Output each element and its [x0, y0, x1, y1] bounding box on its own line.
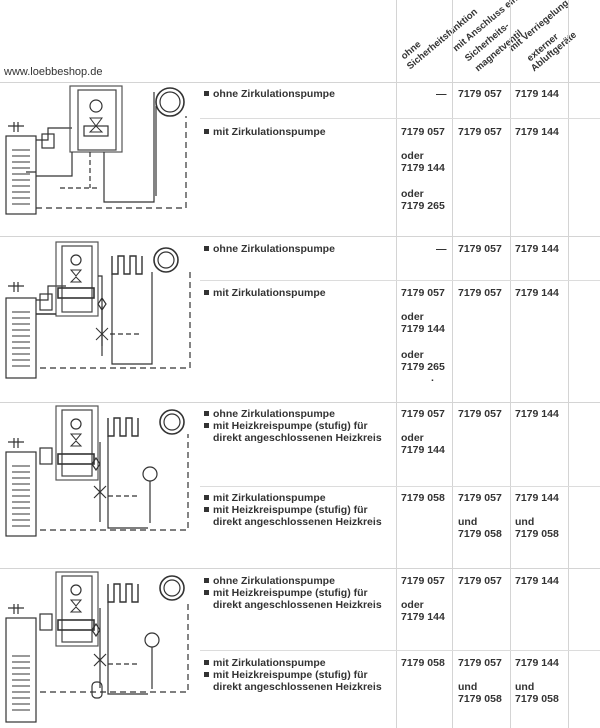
row-5-ohne-value: 7179 057 oder 7179 144: [401, 408, 445, 456]
bullet-icon: [204, 578, 209, 583]
row-5-magnetventil-value: 7179 057: [458, 408, 502, 420]
row-6-description: mit Zirkulationspumpe mit Heizkreispumpe…: [204, 492, 382, 528]
grid-line: [568, 0, 569, 728]
row-6-abluft-value: 7179 144 und 7179 058: [515, 492, 559, 540]
bullet-icon: [204, 411, 209, 416]
row-3-description: ohne Zirkulationspumpe: [204, 243, 335, 255]
row-4-abluft-value: 7179 144: [515, 287, 559, 299]
header-col-ohne: ohne Sicherheitsfunktion: [398, 6, 480, 73]
grid-line: [452, 0, 453, 728]
row-divider: [0, 402, 600, 403]
row-8-magnetventil-value: 7179 057 und 7179 058: [458, 657, 502, 705]
bullet-icon: [204, 507, 209, 512]
row-3-ohne-value: —: [436, 243, 447, 255]
row-6-magnetventil-value: 7179 057 und 7179 058: [458, 492, 502, 540]
row-2-magnetventil-value: 7179 057: [458, 126, 502, 138]
row-2-ohne-value: 7179 057 oder 7179 144 oder 7179 265: [401, 126, 445, 212]
row-1-abluft-value: 7179 144: [515, 88, 559, 100]
bullet-icon: [204, 672, 209, 677]
schematic-diagram-2: [5, 241, 191, 379]
row-4-ohne-value: 7179 057 oder 7179 144 oder 7179 265 .: [401, 287, 445, 384]
grid-line: [396, 0, 397, 728]
bullet-icon: [204, 660, 209, 665]
row-divider: [0, 82, 600, 83]
schematic-diagram-1: [5, 85, 187, 215]
row-8-description: mit Zirkulationspumpe mit Heizkreispumpe…: [204, 657, 382, 693]
row-7-ohne-value: 7179 057 oder 7179 144: [401, 575, 445, 623]
row-8-abluft-value: 7179 144 und 7179 058: [515, 657, 559, 705]
row-5-description: ohne Zirkulationspumpe mit Heizkreispump…: [204, 408, 382, 444]
schematic-diagram-3: [5, 405, 189, 537]
row-7-abluft-value: 7179 144: [515, 575, 559, 587]
row-1-description: ohne Zirkulationspumpe: [204, 88, 335, 100]
header-col-abluft: mit Verriegelung externer Abluftgeräte: [506, 0, 579, 74]
row-2-abluft-value: 7179 144: [515, 126, 559, 138]
bullet-icon: [204, 290, 209, 295]
row-8-ohne-value: 7179 058: [401, 657, 445, 669]
row-7-description: ohne Zirkulationspumpe mit Heizkreispump…: [204, 575, 382, 611]
row-divider: [200, 280, 600, 281]
bullet-icon: [204, 129, 209, 134]
row-divider: [0, 236, 600, 237]
row-5-abluft-value: 7179 144: [515, 408, 559, 420]
row-divider: [200, 486, 600, 487]
row-1-ohne-value: —: [436, 88, 447, 100]
bullet-icon: [204, 495, 209, 500]
row-divider: [200, 118, 600, 119]
row-4-magnetventil-value: 7179 057: [458, 287, 502, 299]
row-1-magnetventil-value: 7179 057: [458, 88, 502, 100]
row-3-abluft-value: 7179 144: [515, 243, 559, 255]
watermark-text: www.loebbeshop.de: [4, 66, 103, 78]
row-4-description: mit Zirkulationspumpe: [204, 287, 326, 299]
row-divider: [0, 568, 600, 569]
bullet-icon: [204, 590, 209, 595]
header-col-magnetventil: mit Anschluss eines Sicherheits- magnetv…: [450, 0, 529, 74]
bullet-icon: [204, 91, 209, 96]
bullet-icon: [204, 423, 209, 428]
grid-line: [510, 0, 511, 728]
bullet-icon: [204, 246, 209, 251]
row-divider: [200, 650, 600, 651]
row-7-magnetventil-value: 7179 057: [458, 575, 502, 587]
row-3-magnetventil-value: 7179 057: [458, 243, 502, 255]
row-6-ohne-value: 7179 058: [401, 492, 445, 504]
schematic-diagram-4: [5, 571, 189, 723]
row-2-description: mit Zirkulationspumpe: [204, 126, 326, 138]
